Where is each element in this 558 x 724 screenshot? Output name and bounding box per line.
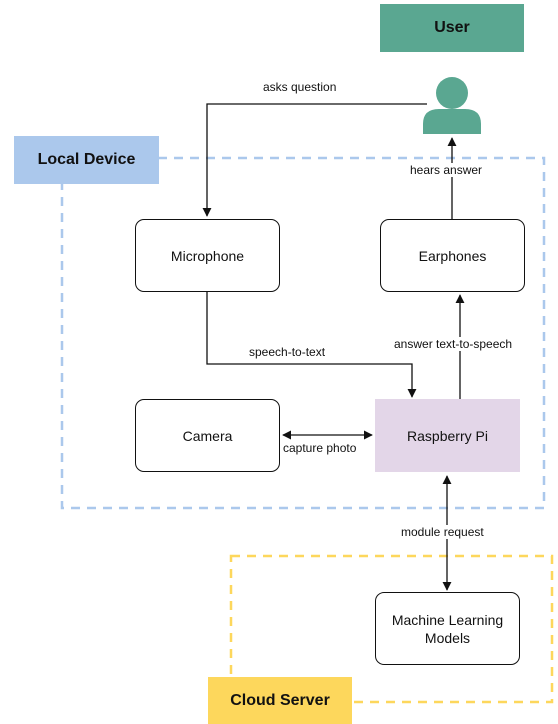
asks-question-label: asks question bbox=[263, 80, 337, 94]
speech-to-text-arrow bbox=[206, 292, 417, 398]
raspberry-pi-node: Raspberry Pi bbox=[375, 399, 520, 472]
camera-node: Camera bbox=[135, 399, 280, 472]
speech-to-text-label: speech-to-text bbox=[249, 345, 326, 359]
capture-photo-label: capture photo bbox=[283, 441, 357, 455]
ml-models-label-line1: Machine Learning bbox=[391, 611, 504, 628]
cloud-server-container bbox=[229, 554, 554, 704]
camera-label: Camera bbox=[182, 427, 233, 444]
user-label: User bbox=[434, 19, 470, 36]
raspberry-pi-label: Raspberry Pi bbox=[407, 427, 488, 444]
user-box: User bbox=[380, 4, 524, 52]
local-device-label: Local Device bbox=[14, 136, 159, 184]
cloud-server-label: Cloud Server bbox=[208, 677, 352, 724]
person-icon bbox=[423, 77, 481, 134]
earphones-node: Earphones bbox=[380, 219, 525, 292]
microphone-node: Microphone bbox=[135, 219, 280, 292]
local-device-container bbox=[60, 156, 546, 510]
cloud-server-label-text: Cloud Server bbox=[230, 691, 330, 709]
hears-answer-label: hears answer bbox=[410, 163, 483, 177]
microphone-label: Microphone bbox=[170, 247, 245, 264]
ml-models-label-line2: Models bbox=[424, 629, 471, 646]
asks-question-arrow bbox=[202, 103, 427, 217]
answer-tts-label: answer text-to-speech bbox=[394, 337, 513, 351]
ml-models-node: Machine Learning Models bbox=[375, 592, 520, 665]
module-request-label: module request bbox=[401, 525, 484, 539]
local-device-label-text: Local Device bbox=[37, 151, 136, 168]
earphones-label: Earphones bbox=[418, 247, 487, 264]
